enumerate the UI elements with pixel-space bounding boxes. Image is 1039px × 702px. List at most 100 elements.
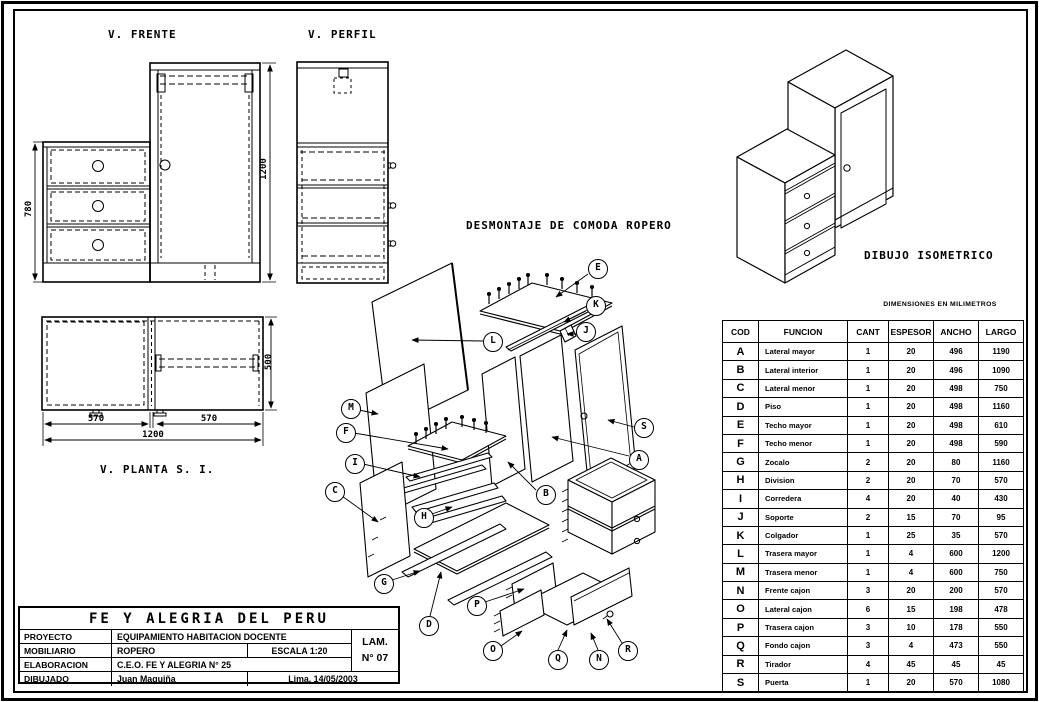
table-cell: 80 xyxy=(933,452,979,472)
table-cell: Lateral interior xyxy=(758,360,848,380)
table-cell: Trasera cajon xyxy=(758,617,848,638)
dim-plan-right: 570 xyxy=(200,414,218,424)
table-cell: 1200 xyxy=(978,544,1024,564)
plan-view-title: V. PLANTA S. I. xyxy=(100,463,215,476)
table-cell: 430 xyxy=(978,489,1024,509)
table-cell: 15 xyxy=(888,599,934,619)
proyecto-value: EQUIPAMIENTO HABITACION DOCENTE xyxy=(112,630,352,644)
table-caption: DIMENSIONES EN MILIMETROS xyxy=(883,301,997,308)
table-cell: 1 xyxy=(847,397,889,417)
table-cell: Lateral menor xyxy=(758,378,848,399)
table-cell: 4 xyxy=(847,489,889,509)
part-label: P xyxy=(467,596,487,616)
part-label: E xyxy=(588,259,608,279)
table-cell: 600 xyxy=(933,544,979,564)
table-cell: 35 xyxy=(933,525,979,546)
part-label: O xyxy=(483,641,503,661)
part-label: I xyxy=(345,454,365,474)
part-code: E xyxy=(722,415,759,435)
part-code: B xyxy=(722,360,759,380)
table-cell: 45 xyxy=(933,654,979,675)
lam-number: N° 07 xyxy=(361,651,389,664)
table-cell: 750 xyxy=(978,562,1024,583)
table-cell: 496 xyxy=(933,341,979,362)
table-cell: Colgador xyxy=(758,525,848,546)
table-cell: 1 xyxy=(847,360,889,380)
exploded-view-title: DESMONTAJE DE COMODA ROPERO xyxy=(466,219,672,232)
table-cell: Techo menor xyxy=(758,433,848,454)
table-cell: Tirador xyxy=(758,654,848,675)
table-cell: 570 xyxy=(978,470,1024,491)
table-cell: 1090 xyxy=(978,360,1024,380)
proyecto-label: PROYECTO xyxy=(20,630,112,644)
dim-plan-left: 570 xyxy=(87,414,105,424)
table-cell: 1 xyxy=(847,341,889,362)
part-label: R xyxy=(618,641,638,661)
dibujado-value: Juan Maguiña xyxy=(112,672,248,686)
table-cell: 20 xyxy=(888,489,934,509)
part-code: J xyxy=(722,507,759,527)
part-code: C xyxy=(722,378,759,399)
column-header: ESPESOR xyxy=(888,320,934,343)
table-cell: 20 xyxy=(888,673,934,693)
table-cell: 550 xyxy=(978,617,1024,638)
table-cell: 1160 xyxy=(978,452,1024,472)
part-code: K xyxy=(722,525,759,546)
sheet-border-inner xyxy=(13,9,1028,693)
part-label: D xyxy=(419,616,439,636)
table-cell: 4 xyxy=(847,654,889,675)
part-label: C xyxy=(325,482,345,502)
table-cell: 2 xyxy=(847,470,889,491)
part-code: R xyxy=(722,654,759,675)
table-cell: 200 xyxy=(933,581,979,601)
table-cell: 1080 xyxy=(978,673,1024,693)
table-cell: 45 xyxy=(978,654,1024,675)
organization-name: FE Y ALEGRIA DEL PERU xyxy=(20,608,398,630)
table-cell: 45 xyxy=(888,654,934,675)
part-code: Q xyxy=(722,636,759,656)
table-cell: 95 xyxy=(978,507,1024,527)
front-view-drawing xyxy=(32,62,276,283)
column-header: COD xyxy=(722,320,759,343)
column-header: FUNCION xyxy=(758,320,848,343)
mobiliario-value: ROPERO xyxy=(112,644,248,658)
table-cell: 4 xyxy=(888,544,934,564)
table-cell: 20 xyxy=(888,433,934,454)
table-cell: 498 xyxy=(933,378,979,399)
table-cell: 1 xyxy=(847,562,889,583)
table-cell: 198 xyxy=(933,599,979,619)
table-cell: 473 xyxy=(933,636,979,656)
profile-view-title: V. PERFIL xyxy=(308,28,377,41)
table-cell: 498 xyxy=(933,397,979,417)
table-cell: 498 xyxy=(933,433,979,454)
table-cell: 570 xyxy=(933,673,979,693)
table-cell: 610 xyxy=(978,415,1024,435)
lugar-fecha: Lima, 14/05/2003 xyxy=(288,674,358,684)
table-cell: 2 xyxy=(847,507,889,527)
part-code: I xyxy=(722,489,759,509)
table-cell: 25 xyxy=(888,525,934,546)
table-cell: Frente cajon xyxy=(758,581,848,601)
table-cell: 20 xyxy=(888,415,934,435)
table-cell: 70 xyxy=(933,470,979,491)
table-cell: Lateral mayor xyxy=(758,341,848,362)
table-cell: 590 xyxy=(978,433,1024,454)
table-cell: 10 xyxy=(888,617,934,638)
table-cell: 2 xyxy=(847,452,889,472)
part-code: A xyxy=(722,341,759,362)
part-code: S xyxy=(722,673,759,693)
table-cell: Fondo cajon xyxy=(758,636,848,656)
